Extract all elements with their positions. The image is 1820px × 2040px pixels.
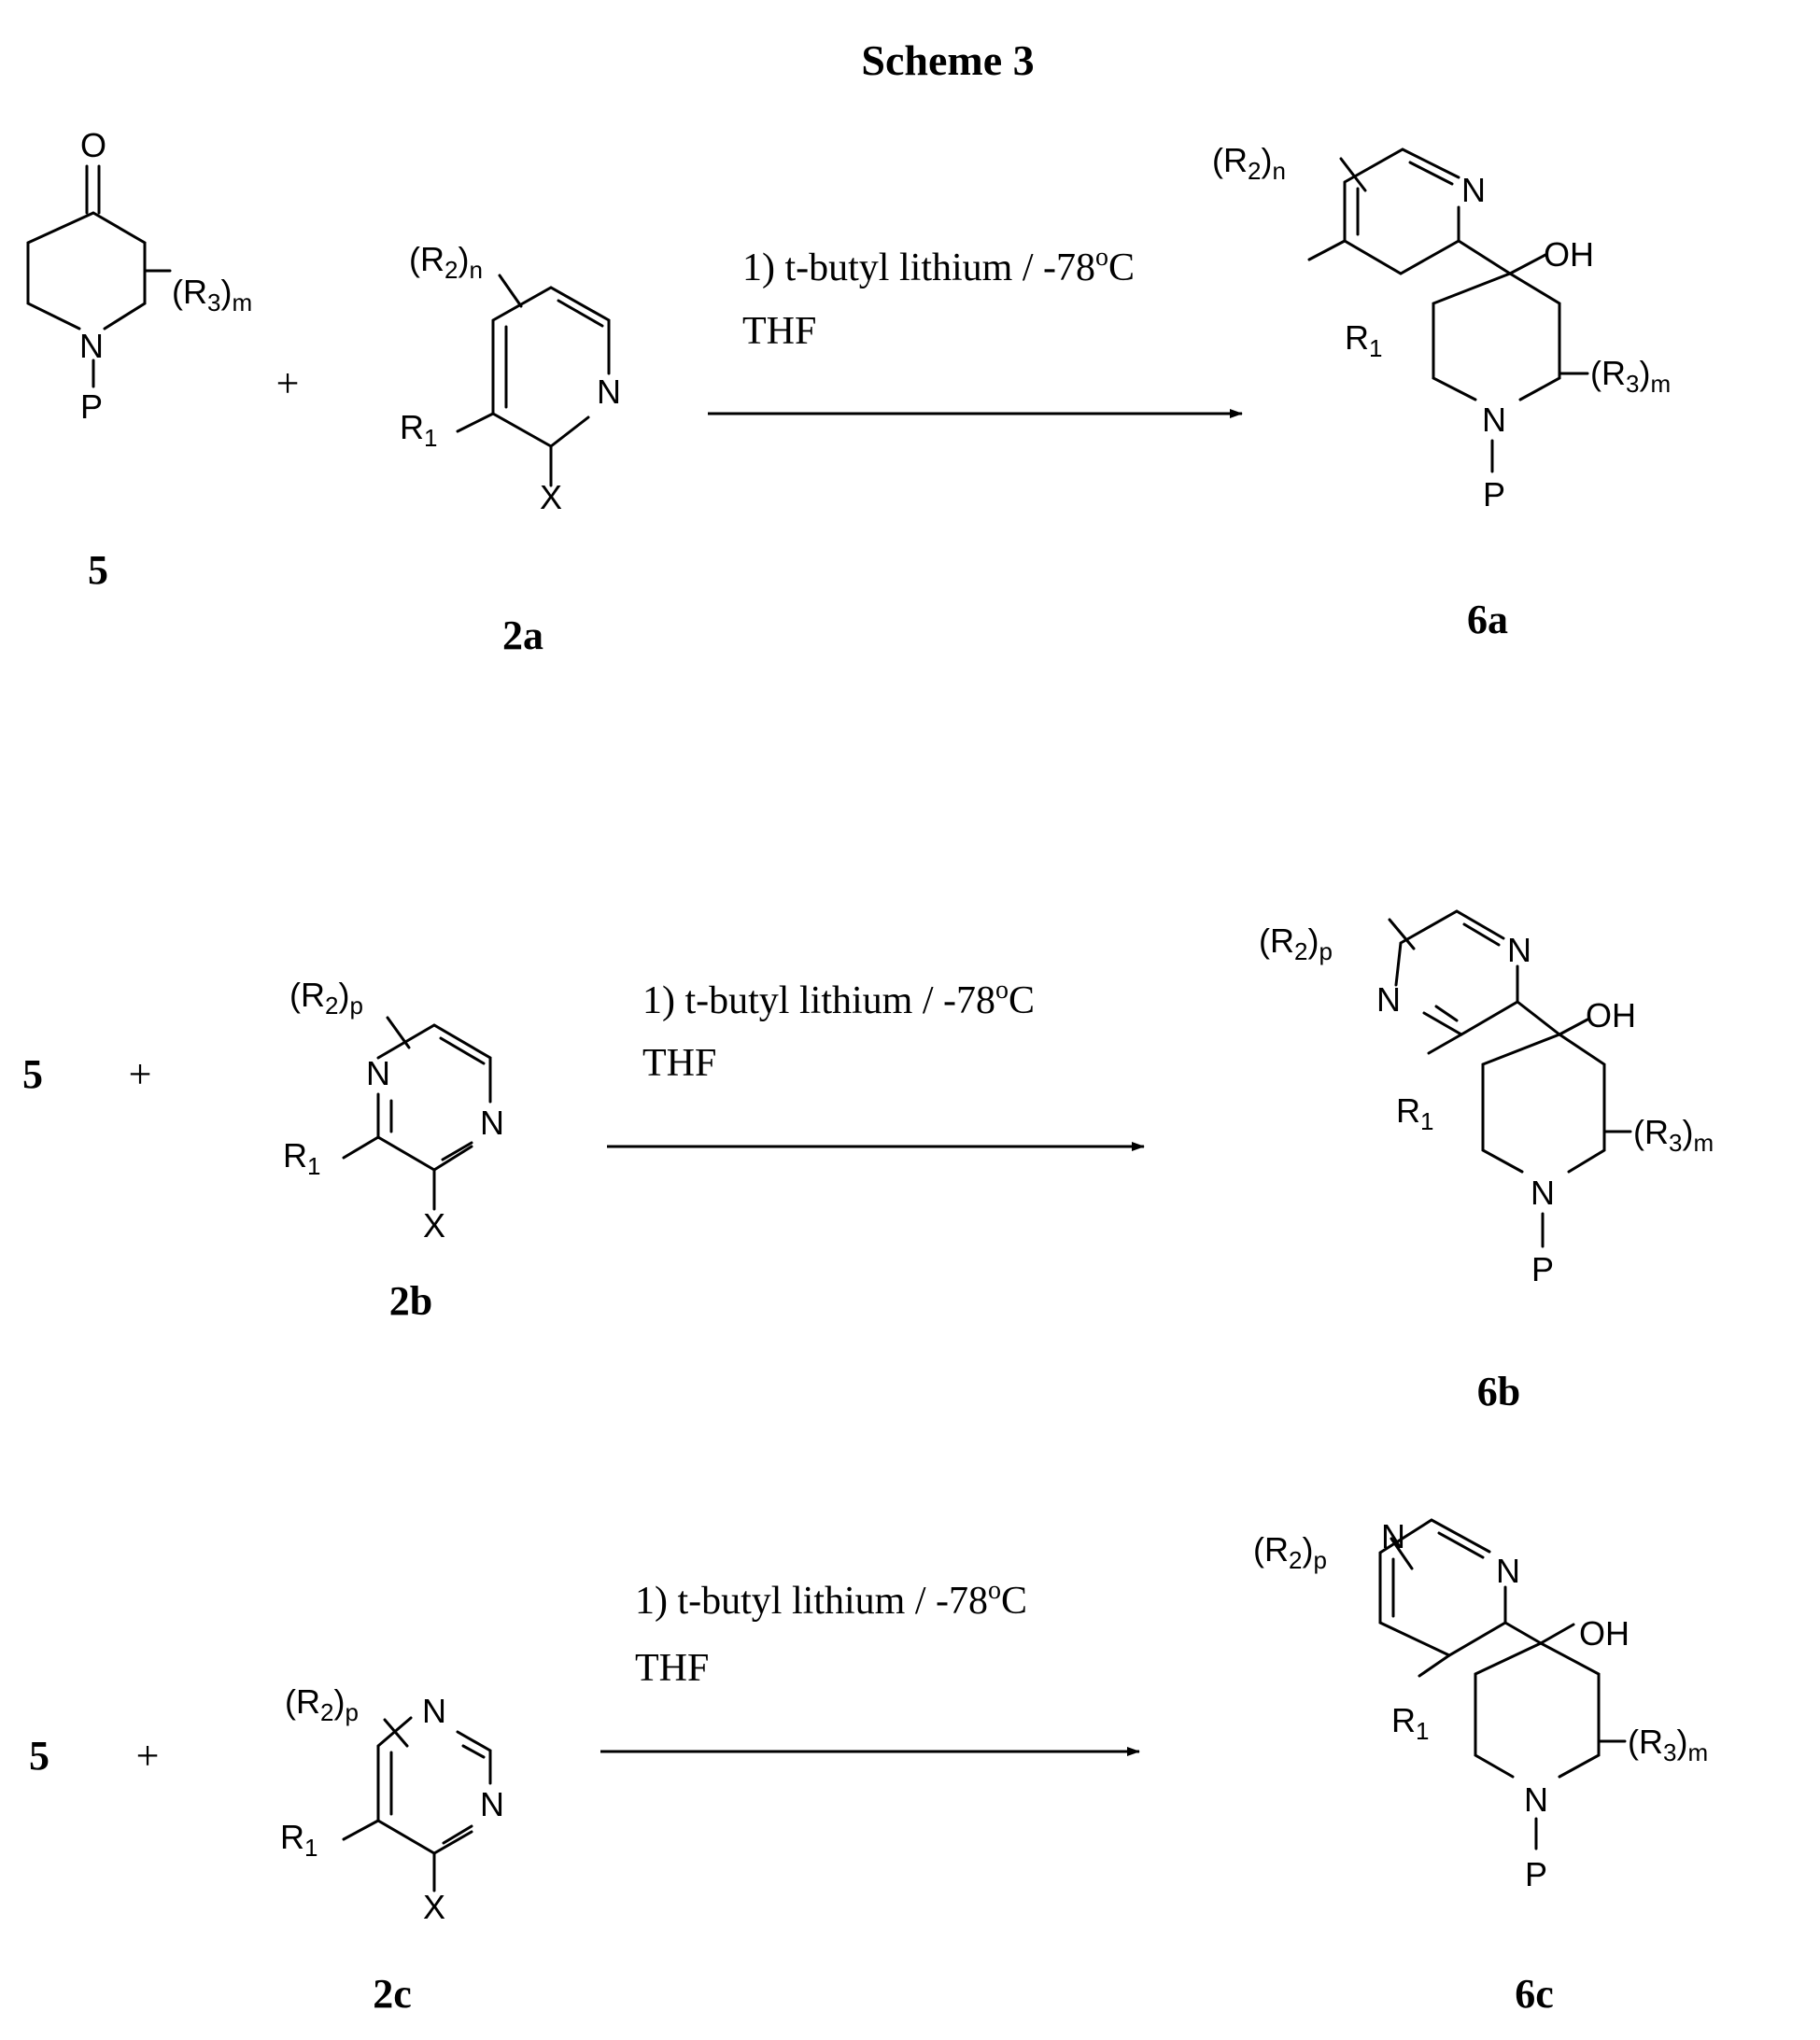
r3-substituent: (R3)m xyxy=(1628,1723,1708,1766)
oxygen-atom: O xyxy=(80,126,106,164)
hydroxyl-group: OH xyxy=(1579,1614,1630,1653)
scheme-title: Scheme 3 xyxy=(861,36,1034,84)
r2-substituent: (R2)n xyxy=(409,240,483,284)
r2-substituent: (R2)p xyxy=(285,1682,359,1726)
reaction-conditions-line1: 1) t-butyl lithium / -78oC xyxy=(635,1576,1027,1623)
r1-substituent: R1 xyxy=(1396,1091,1433,1135)
r2-substituent: (R2)p xyxy=(1253,1530,1327,1574)
r3-substituent: (R3)m xyxy=(172,273,252,317)
r1-substituent: R1 xyxy=(283,1136,320,1180)
compound-label-6c: 6c xyxy=(1515,1971,1554,2017)
compound-6b-structure: N N OH N P R1 (R2)p (R3)m xyxy=(1259,911,1714,1288)
nitrogen-atom: N xyxy=(1496,1552,1520,1590)
compound-2a-structure: N X R1 (R2)n xyxy=(400,240,621,516)
r1-substituent: R1 xyxy=(400,408,437,452)
nitrogen-atom: N xyxy=(1531,1174,1555,1212)
compound-label-2a: 2a xyxy=(502,612,543,658)
nitrogen-atom: N xyxy=(366,1054,390,1092)
protecting-group-p: P xyxy=(1531,1250,1554,1288)
compound-6a-structure: N OH N P R1 (R2)n (R3)m xyxy=(1212,141,1671,514)
reaction-conditions-solvent: THF xyxy=(635,1647,709,1690)
nitrogen-atom: N xyxy=(1381,1517,1405,1555)
r2-substituent: (R2)p xyxy=(289,976,363,1020)
plus-sign: + xyxy=(276,360,300,406)
nitrogen-atom: N xyxy=(480,1104,504,1142)
r3-substituent: (R3)m xyxy=(1633,1113,1714,1157)
leaving-group-x: X xyxy=(540,478,562,516)
nitrogen-atom: N xyxy=(597,373,621,411)
hydroxyl-group: OH xyxy=(1586,996,1636,1034)
r2-substituent: (R2)p xyxy=(1259,922,1333,965)
compound-5-structure: O N P (R3)m xyxy=(28,126,252,426)
compound-label-2c: 2c xyxy=(373,1971,412,2017)
plus-sign: + xyxy=(129,1051,152,1097)
compound-label-5: 5 xyxy=(29,1733,49,1779)
r2-substituent: (R2)n xyxy=(1212,141,1286,185)
reaction-conditions-solvent: THF xyxy=(742,310,816,353)
compound-label-5: 5 xyxy=(22,1051,43,1097)
compound-label-6a: 6a xyxy=(1467,597,1508,642)
compound-2c-structure: N N X R1 (R2)p xyxy=(280,1682,504,1926)
compound-label-2b: 2b xyxy=(389,1278,432,1324)
nitrogen-atom: N xyxy=(1482,401,1506,439)
r1-substituent: R1 xyxy=(1391,1701,1429,1745)
nitrogen-atom: N xyxy=(1524,1780,1548,1819)
protecting-group-p: P xyxy=(1525,1855,1547,1893)
leaving-group-x: X xyxy=(423,1888,445,1926)
leaving-group-x: X xyxy=(423,1206,445,1245)
plus-sign: + xyxy=(136,1733,160,1779)
r3-substituent: (R3)m xyxy=(1590,354,1671,398)
protecting-group-p: P xyxy=(80,387,103,426)
reaction-conditions-line1: 1) t-butyl lithium / -78oC xyxy=(642,976,1035,1022)
compound-6c-structure: N N OH N P R1 (R2)p (R3)m xyxy=(1253,1517,1708,1893)
nitrogen-atom: N xyxy=(79,327,104,365)
nitrogen-atom: N xyxy=(480,1785,504,1823)
compound-label-6b: 6b xyxy=(1477,1369,1520,1414)
nitrogen-atom: N xyxy=(1461,171,1486,209)
reaction-conditions-line1: 1) t-butyl lithium / -78oC xyxy=(742,243,1135,289)
compound-label-5: 5 xyxy=(88,547,108,593)
nitrogen-atom: N xyxy=(1376,980,1401,1019)
reaction-conditions-solvent: THF xyxy=(642,1042,716,1085)
r1-substituent: R1 xyxy=(280,1818,317,1862)
r1-substituent: R1 xyxy=(1345,318,1382,362)
nitrogen-atom: N xyxy=(1507,931,1531,969)
hydroxyl-group: OH xyxy=(1544,235,1594,274)
compound-2b-structure: N N X R1 (R2)p xyxy=(283,976,504,1245)
protecting-group-p: P xyxy=(1483,475,1505,514)
nitrogen-atom: N xyxy=(422,1692,446,1730)
